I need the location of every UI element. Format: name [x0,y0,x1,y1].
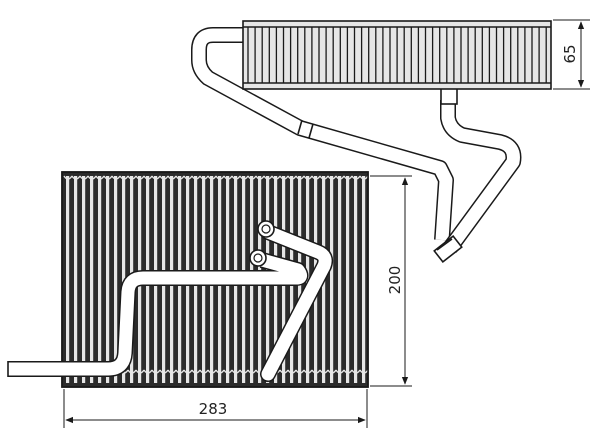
side-pipe-joint [297,119,303,135]
front-fin [338,176,342,383]
front-view-pipes [7,220,334,382]
dimension-label-200: 200 [386,266,404,295]
front-fin [330,176,334,383]
side-view: 65 [191,19,590,264]
front-fin [354,176,358,383]
front-view: 200 283 [7,171,412,428]
front-fin [90,176,94,383]
side-outlet-fitting [433,234,463,264]
side-view-fins [247,27,547,83]
dimension-283: 283 [63,389,368,428]
side-upper-pipe-inner [192,28,453,241]
front-core-frame [61,171,369,388]
front-lower-fitting-bore [253,253,263,263]
dimension-65: 65 [553,19,590,90]
dimension-label-65: 65 [561,44,579,63]
side-lower-pipe-inner [441,100,520,252]
dimension-label-283: 283 [199,400,228,418]
front-outlet-pipe-inner [261,225,332,381]
dimension-200: 200 [370,175,412,387]
front-fin [98,176,102,383]
front-fin [362,176,366,383]
front-inlet-pipe-inner [8,253,308,376]
front-fin [122,176,126,383]
front-fin [82,176,86,383]
side-pipe-joint [308,123,314,139]
side-view-pipes [191,27,522,264]
front-upper-fitting-bore [261,224,271,234]
front-fin [66,176,70,383]
front-fin [114,176,118,383]
side-connector-block [440,87,458,105]
front-fin [106,176,110,383]
front-fin-header [63,175,369,180]
front-fin [346,176,350,383]
front-fin [74,176,78,383]
side-outlet-fitting-ring [436,238,453,251]
